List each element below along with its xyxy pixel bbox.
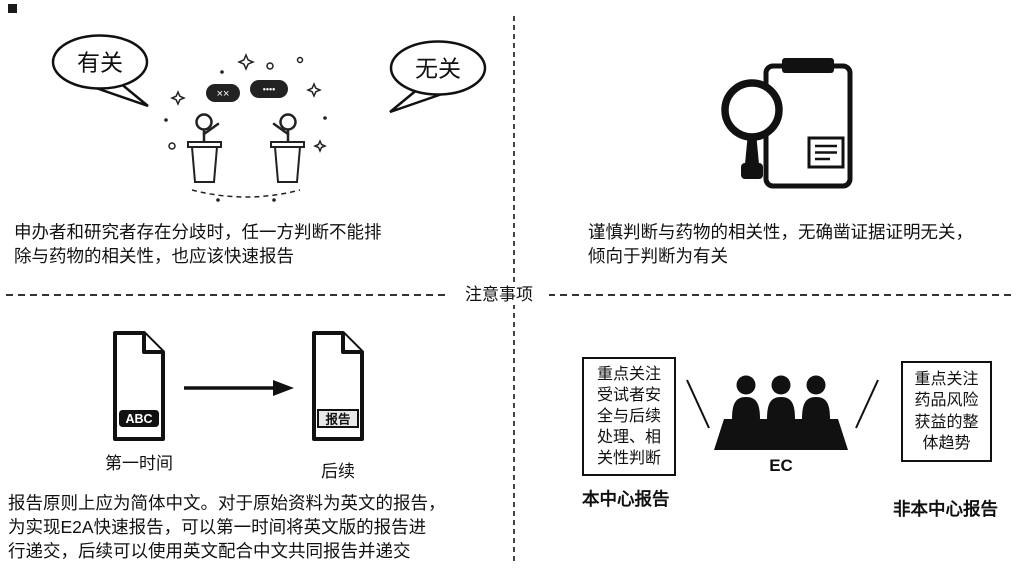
debate-bubble-x-marks: ×× [217, 88, 230, 100]
ec-label: EC [769, 456, 793, 475]
document-report-label: 报告 [325, 412, 351, 427]
divider-horizontal-left [6, 294, 446, 296]
section-label: 注意事项 [449, 285, 549, 305]
caption-prudent-judgement: 谨慎判断与药物的相关性，无确凿证据证明无关， 倾向于判断为有关 [588, 222, 973, 267]
label-first-time: 第一时间 [105, 454, 173, 473]
divider-horizontal-right [548, 294, 1016, 296]
bubble-unrelated-text: 无关 [415, 56, 461, 82]
bubble-related-text: 有关 [77, 50, 123, 76]
label-center-report: 本中心报告 [582, 489, 670, 509]
speech-bubble-related: 有关 [51, 34, 149, 108]
connector-slash-left [686, 379, 710, 429]
label-non-center-report: 非本中心报告 [893, 499, 998, 519]
note-box-non-center-report: 重点关注 药品风险 获益的整 体趋势 [901, 361, 992, 462]
caption-language-policy: 报告原则上应为简体中文。对于原始资料为英文的报告， 为实现E2A快速报告，可以第… [8, 493, 446, 562]
document-english-icon: ABC [113, 331, 165, 441]
magnifier-document-icon [721, 58, 853, 189]
caption-disagreement: 申办者和研究者存在分歧时，任一方判断不能排 除与药物的相关性，也应该快速报告 [14, 222, 382, 267]
label-follow-up: 后续 [321, 462, 355, 481]
corner-mark [8, 4, 17, 13]
document-report-icon: 报告 [312, 331, 364, 441]
debate-bubble-dots: •••• [263, 85, 276, 95]
note-box-center-report: 重点关注 受试者安 全与后续 处理、相 关性判断 [582, 357, 676, 476]
debate-scene-icon: ×× •••• [164, 53, 327, 202]
arrow-right-icon [184, 380, 294, 396]
document-english-label: ABC [125, 412, 152, 426]
committee-icon [714, 375, 848, 450]
speech-bubble-unrelated: 无关 [389, 40, 487, 114]
connector-slash-right [855, 379, 879, 429]
